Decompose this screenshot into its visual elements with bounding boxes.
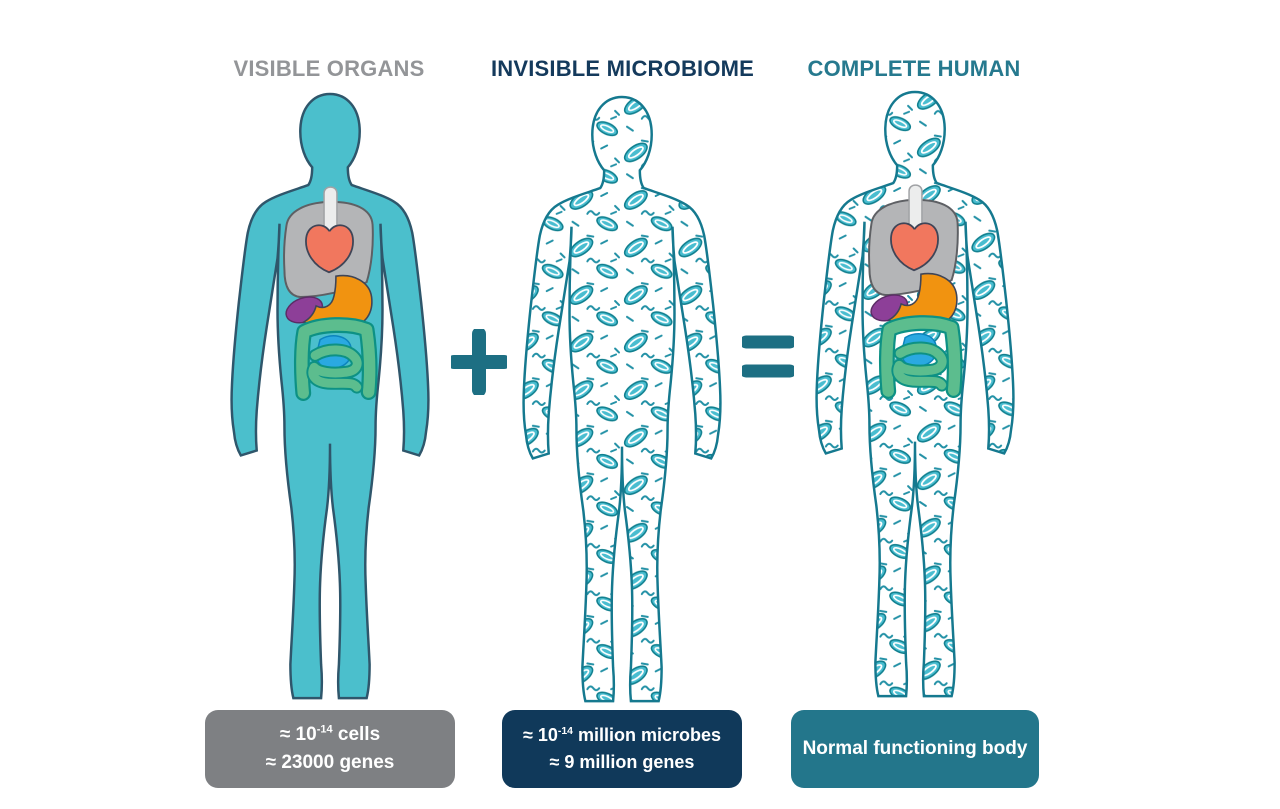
stat-line-microbes: ≈ 10-14 million microbes bbox=[522, 725, 722, 745]
superscript: -14 bbox=[557, 726, 573, 737]
stat-box-cells-genes: ≈ 10-14 cells ≈ 23000 genes bbox=[205, 710, 455, 788]
stat-box-microbes-genes: ≈ 10-14 million microbes ≈ 9 million gen… bbox=[502, 710, 742, 788]
header-visible-organs: VISIBLE ORGANS bbox=[233, 56, 425, 81]
equals-icon bbox=[742, 335, 794, 378]
plus-icon bbox=[451, 329, 507, 395]
human-figure-complete-human bbox=[815, 90, 1015, 698]
header-invisible-microbiome: INVISIBLE MICROBIOME bbox=[490, 56, 755, 81]
stat-line-cells: ≈ 10-14 cells bbox=[279, 723, 381, 745]
stat-box-normal-body: Normal functioning body bbox=[791, 710, 1039, 788]
header-complete-human: COMPLETE HUMAN bbox=[807, 56, 1021, 81]
superscript: -14 bbox=[316, 723, 333, 736]
stat-line-genes: ≈ 23000 genes bbox=[265, 752, 395, 773]
human-figure-invisible-microbiome bbox=[522, 95, 722, 703]
stat-line-normal-body: Normal functioning body bbox=[802, 737, 1028, 759]
human-figure-visible-organs bbox=[230, 92, 430, 700]
stat-line-microbe-genes: ≈ 9 million genes bbox=[549, 752, 695, 772]
